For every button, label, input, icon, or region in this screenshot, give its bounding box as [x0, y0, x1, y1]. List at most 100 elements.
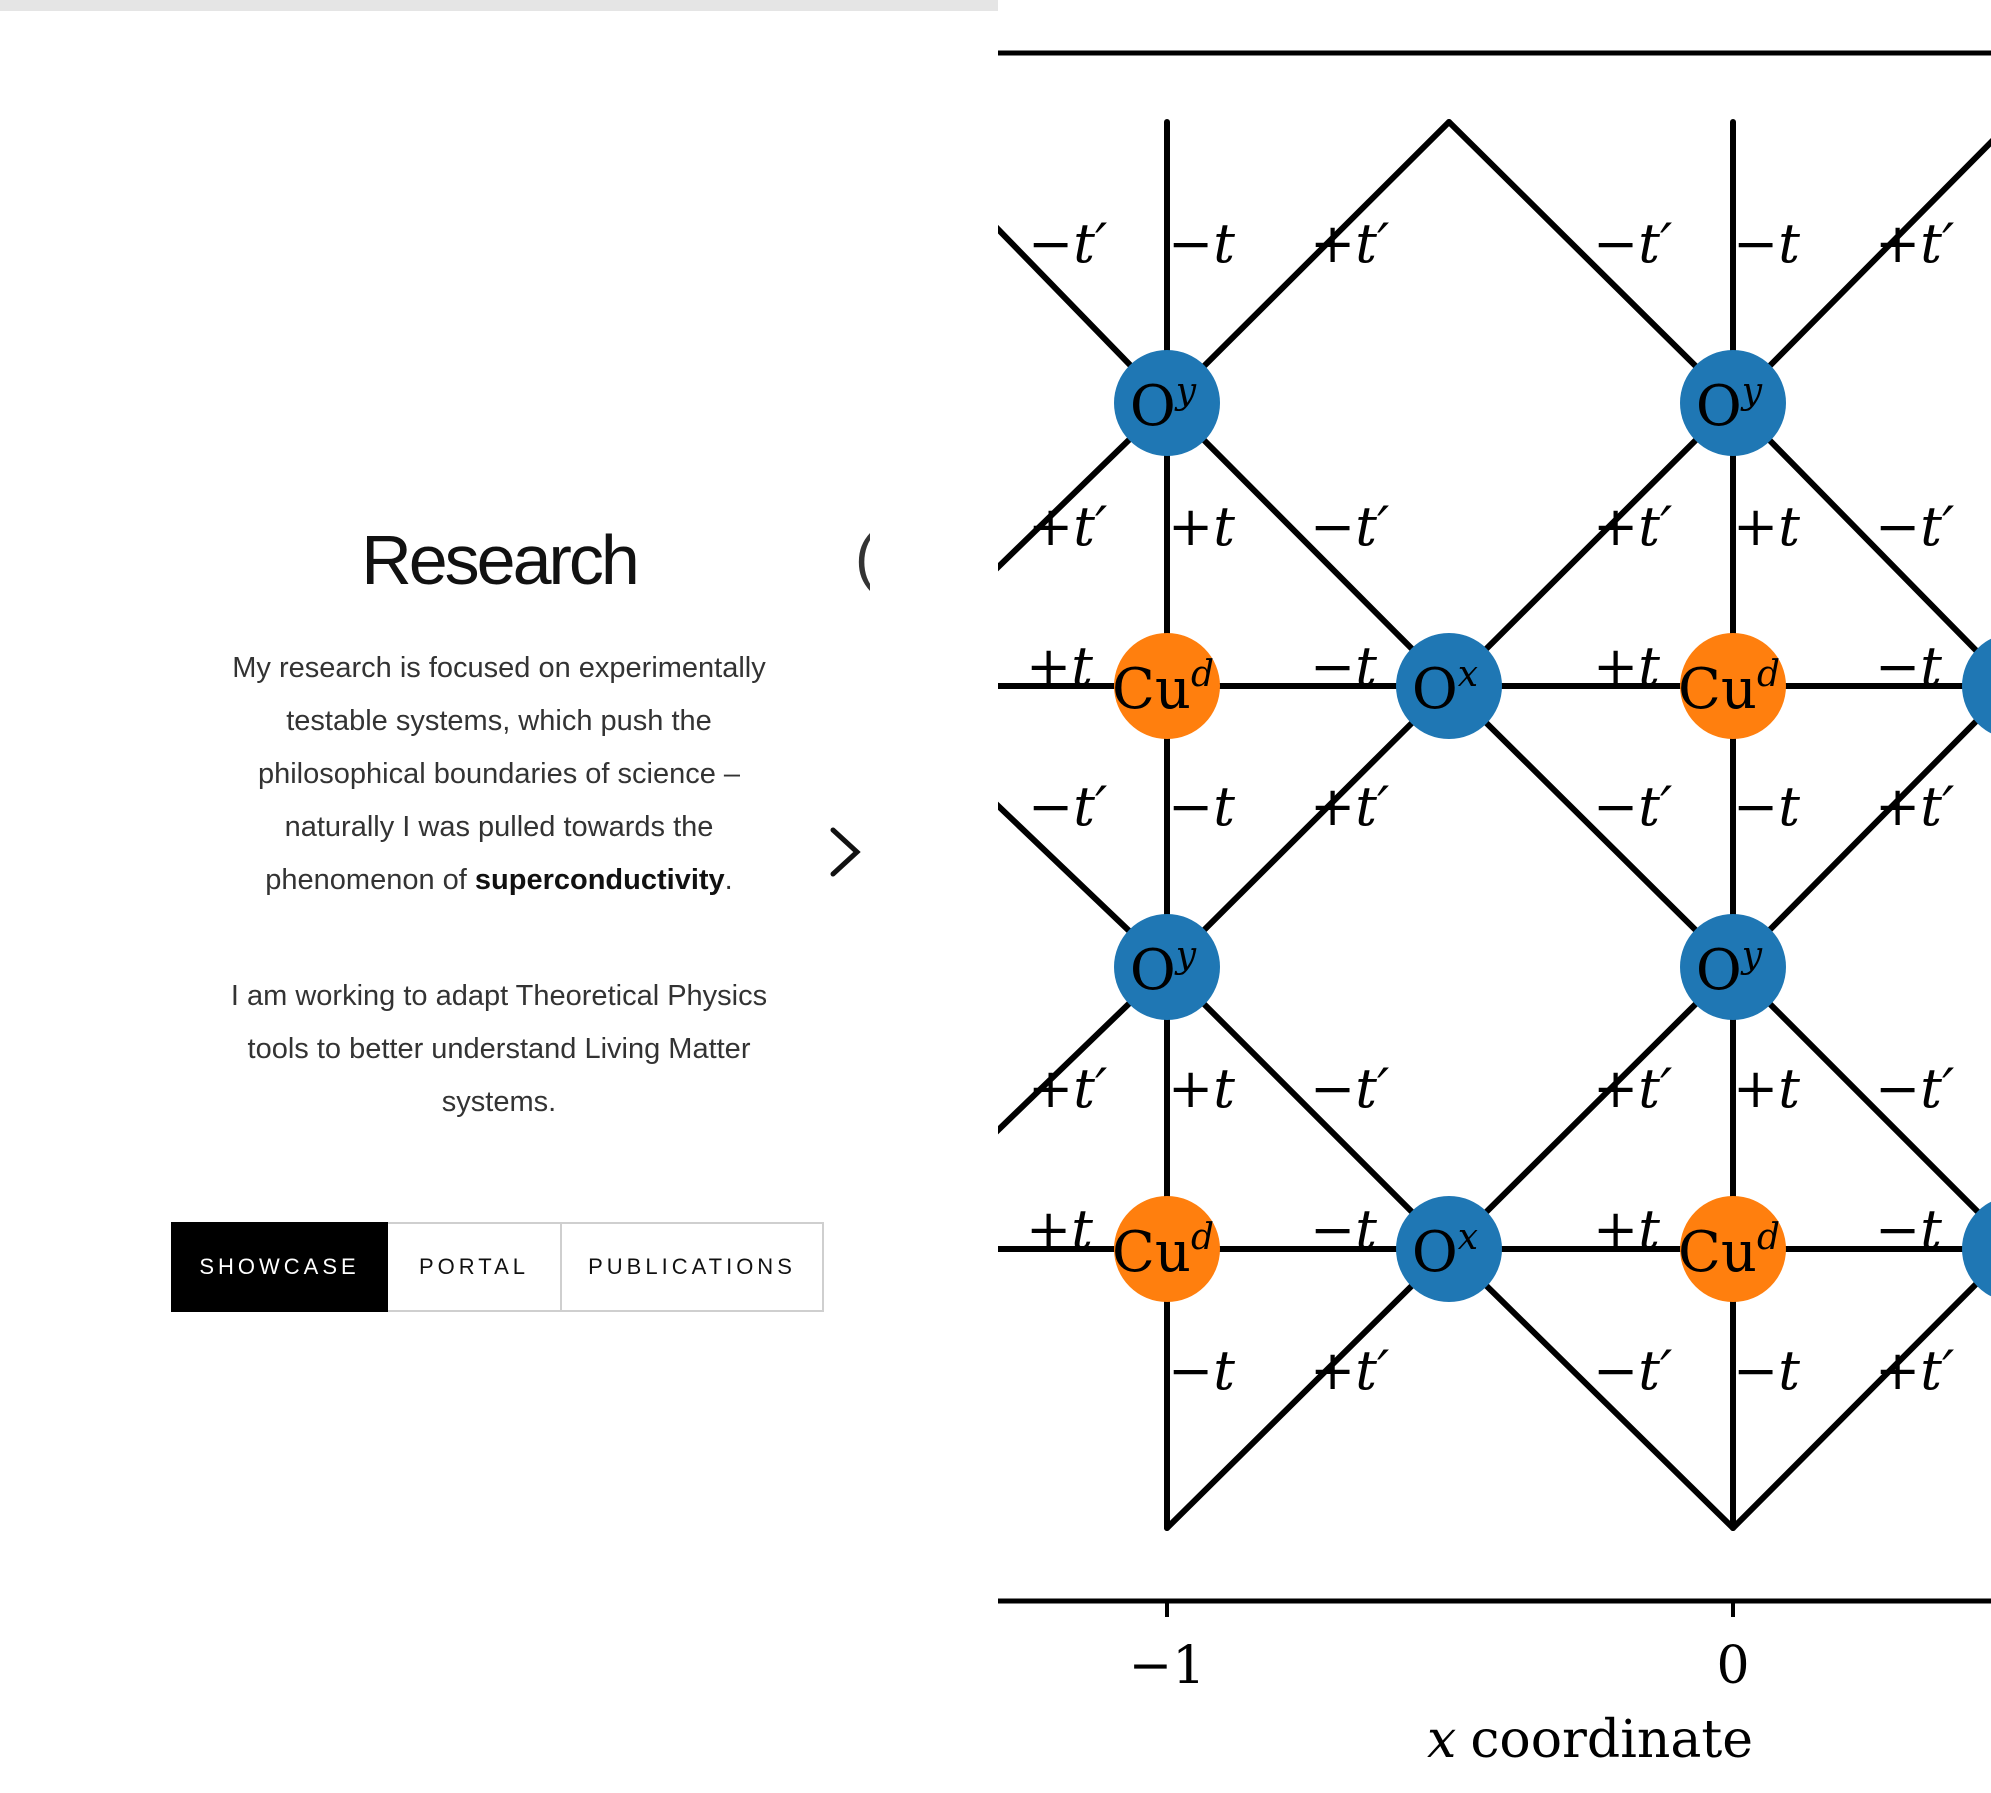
- portal-button[interactable]: PORTAL: [388, 1222, 562, 1312]
- hopping-label: −t: [1168, 1339, 1235, 1402]
- bond-line: [1164, 683, 1452, 970]
- x-axis-label-var: x: [1427, 1710, 1456, 1770]
- bond-line: [1164, 400, 1452, 689]
- x-tick-label-minus-one: −1: [1129, 1636, 1206, 1696]
- oxygen-y-site-circle: [1114, 350, 1220, 456]
- page-title: Research: [361, 521, 640, 599]
- copper-site-label: Cud: [1112, 654, 1214, 722]
- copper-site-circle: [1680, 633, 1786, 739]
- bond-line: [1730, 400, 1991, 670]
- hopping-label: −t: [1733, 775, 1800, 838]
- cuo2-lattice-figure: −t′ −t +t′ −t′ −t +t′ +t′ +t −t′ +t′ +t −t′ +t −t +t −t…: [998, 0, 1991, 1788]
- bond-line: [1446, 400, 1736, 689]
- hopping-label: +t′: [1593, 1057, 1672, 1120]
- showcase-button[interactable]: SHOWCASE: [171, 1222, 388, 1312]
- intro-text: My research is focused on experimentally…: [232, 652, 766, 896]
- scroll-progress-bar: [0, 0, 998, 11]
- hopping-label: +t′: [1028, 495, 1107, 558]
- oxygen-x-site-circle: [1396, 1196, 1502, 1302]
- copper-site-circle: [1114, 1196, 1220, 1302]
- publications-button[interactable]: PUBLICATIONS: [562, 1222, 824, 1312]
- bond-line: [1446, 119, 1736, 406]
- hopping-label: +t′: [1310, 212, 1389, 275]
- bond-line: [1730, 1264, 1991, 1531]
- hopping-label: +t′: [1875, 775, 1954, 838]
- bond-line: [1164, 1246, 1452, 1531]
- bond-line: [1730, 964, 1991, 1230]
- highlight-superconductivity: superconductivity: [474, 864, 725, 896]
- hopping-label: +t: [1026, 635, 1093, 698]
- copper-site-label: Cud: [1678, 654, 1780, 722]
- section-nav-buttons: SHOWCASE PORTAL PUBLICATIONS: [171, 1222, 824, 1312]
- copper-site-label: Cud: [1678, 1217, 1780, 1285]
- chevron-right-icon[interactable]: [825, 822, 865, 882]
- oxygen-x-site-edge: [1962, 638, 1991, 734]
- hopping-label: −t: [1733, 1339, 1800, 1402]
- oxygen-x-site-label: Ox: [1412, 654, 1478, 722]
- copper-site: Cud: [1678, 633, 1786, 739]
- hopping-label: +t′: [1593, 495, 1672, 558]
- bond-line: [1446, 964, 1736, 1252]
- hopping-label: −t: [1875, 635, 1942, 698]
- hopping-label: +t′: [1310, 775, 1389, 838]
- lattice-diagram: −t′ −t +t′ −t′ −t +t′ +t′ +t −t′ +t′ +t −t′ +t −t +t −t…: [998, 50, 1991, 1770]
- bond-line: [1446, 683, 1736, 970]
- oxygen-y-site-circle: [1114, 914, 1220, 1020]
- bond-line: [1730, 701, 1991, 970]
- hopping-label: −t′: [1875, 1057, 1954, 1120]
- oxygen-x-site-circle: [1396, 633, 1502, 739]
- hopping-label: −t: [1168, 212, 1235, 275]
- oxygen-x-site-edge: [1962, 1201, 1991, 1297]
- hopping-label: −t: [1733, 212, 1800, 275]
- hopping-label: −t′: [1875, 495, 1954, 558]
- copper-site-circle: [1680, 1196, 1786, 1302]
- bond-line: [1446, 1246, 1736, 1531]
- hopping-label: −t′: [1028, 775, 1107, 838]
- hopping-label: −t′: [1310, 1057, 1389, 1120]
- hopping-label: +t′: [1028, 1057, 1107, 1120]
- copper-site-label: Cud: [1112, 1217, 1214, 1285]
- oxygen-y-site: Oy: [1680, 914, 1786, 1020]
- hopping-label: +t: [1733, 1057, 1800, 1120]
- hopping-label: −t: [1168, 775, 1235, 838]
- oxygen-x-site-label: Ox: [1412, 1217, 1478, 1285]
- hopping-label: −t′: [1593, 775, 1672, 838]
- hopping-label: +t′: [1875, 212, 1954, 275]
- intro-text-end: .: [724, 864, 733, 896]
- oxygen-y-site-label: Oy: [1130, 371, 1197, 439]
- hopping-label: +t: [1593, 635, 1660, 698]
- hopping-label: +t: [1168, 1057, 1235, 1120]
- next-slide-peek-text: (: [855, 523, 870, 593]
- oxygen-y-site-circle: [1680, 914, 1786, 1020]
- hopping-label: −t: [1310, 635, 1377, 698]
- research-panel: Research ( My research is focused on exp…: [0, 0, 998, 1788]
- x-tick-label-zero: 0: [1716, 1636, 1749, 1696]
- hopping-label: +t: [1593, 1198, 1660, 1261]
- copper-site: Cud: [1678, 1196, 1786, 1302]
- hopping-label: −t′: [1593, 212, 1672, 275]
- oxygen-y-site-circle: [1680, 350, 1786, 456]
- intro-paragraph: My research is focused on experimentally…: [210, 642, 788, 907]
- oxygen-y-site-label: Oy: [1696, 371, 1763, 439]
- oxygen-y-site: Oy: [1680, 350, 1786, 456]
- hopping-label: −t′: [1310, 495, 1389, 558]
- hopping-label: −t′: [1028, 212, 1107, 275]
- bond-line: [1730, 137, 1991, 406]
- hopping-label: +t: [1026, 1198, 1093, 1261]
- hopping-label: +t′: [1310, 1339, 1389, 1402]
- lattice-bonds: [998, 119, 1991, 1531]
- oxygen-y-site: Oy: [1114, 350, 1220, 456]
- hopping-label: +t: [1733, 495, 1800, 558]
- copper-site: Cud: [1112, 1196, 1220, 1302]
- oxygen-y-site-label: Oy: [1130, 935, 1197, 1003]
- living-matter-paragraph: I am working to adapt Theoretical Physic…: [230, 980, 768, 1118]
- bond-line: [1164, 119, 1452, 406]
- oxygen-x-site: Ox: [1396, 1196, 1502, 1302]
- copper-site: Cud: [1112, 633, 1220, 739]
- hopping-label: −t: [1310, 1198, 1377, 1261]
- oxygen-y-site: Oy: [1114, 914, 1220, 1020]
- hopping-label: −t′: [1593, 1339, 1672, 1402]
- hopping-label: −t: [1875, 1198, 1942, 1261]
